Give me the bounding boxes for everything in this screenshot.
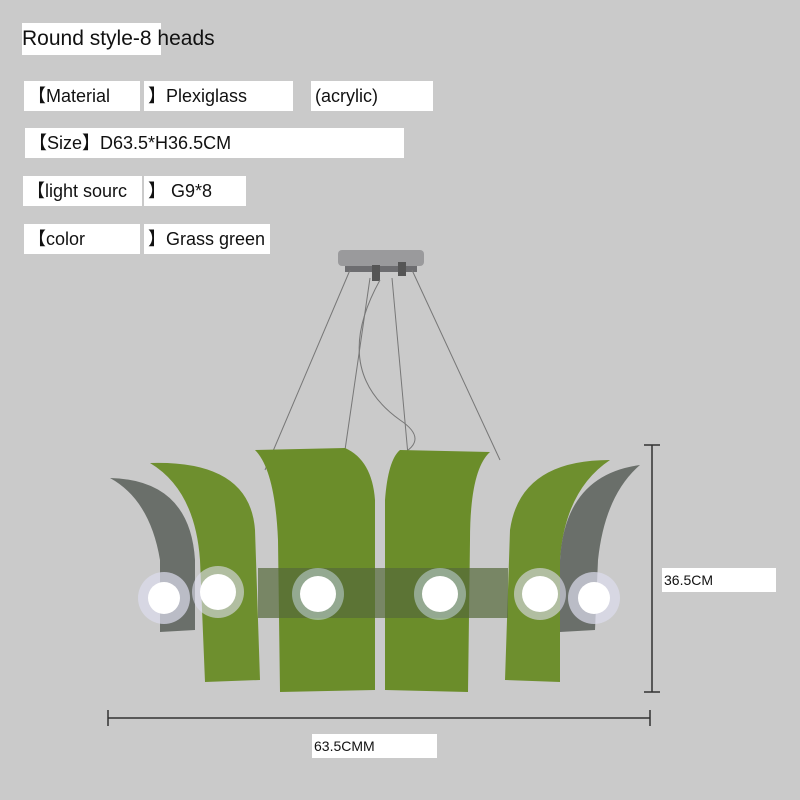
light-source-value: 】 G9*8 xyxy=(144,176,246,206)
ceiling-canopy xyxy=(338,250,424,281)
suspension-wires xyxy=(264,269,501,471)
glass-panels xyxy=(110,448,640,692)
material-note: (acrylic) xyxy=(311,81,433,111)
bulbs xyxy=(138,566,620,624)
color-value: 】Grass green xyxy=(144,224,270,254)
material-label: 【Material xyxy=(24,81,140,111)
color-label: 【color xyxy=(24,224,140,254)
product-title: Round style-8 heads xyxy=(22,23,215,55)
height-dimension-label: 36.5CM xyxy=(662,568,776,592)
material-value: 】Plexiglass xyxy=(144,81,293,111)
size-spec: 【Size】D63.5*H36.5CM xyxy=(25,128,404,158)
dimension-lines xyxy=(107,444,660,726)
light-source-label: 【light sourc xyxy=(23,176,142,206)
width-dimension-label: 63.5CMM xyxy=(312,734,437,758)
